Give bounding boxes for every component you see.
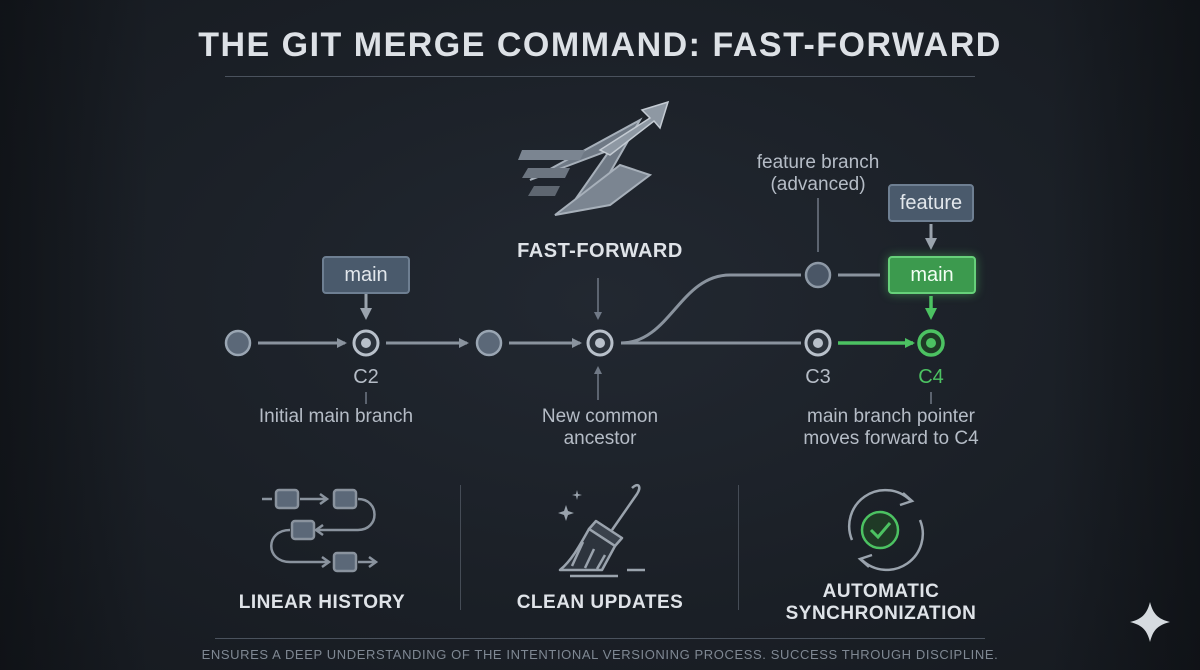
feature-branch-tag: feature xyxy=(888,184,974,222)
commit-node-feature xyxy=(804,261,832,289)
title-divider xyxy=(225,76,975,77)
pointer-annotation-line2: moves forward to C4 xyxy=(803,428,979,449)
edge-ancestor-feature xyxy=(620,273,801,345)
commit-label-c3: C3 xyxy=(805,366,831,388)
feature-annotation-line1: feature branch xyxy=(756,152,880,173)
main-branch-tag-left: main xyxy=(322,256,410,294)
main-branch-tag-right: main xyxy=(888,256,976,294)
commit-node-c2 xyxy=(352,329,380,357)
left-vignette xyxy=(0,0,150,670)
commit-node-c3 xyxy=(804,329,832,357)
sync-check-icon xyxy=(847,488,925,572)
benefit-linear-history: LINEAR HISTORY xyxy=(238,592,406,613)
ancestor-annotation-line1: New common xyxy=(541,406,659,427)
initial-main-annotation: Initial main branch xyxy=(258,406,414,427)
page-title: THE GIT MERGE COMMAND: FAST-FORWARD xyxy=(198,26,1002,64)
commit-node-c4 xyxy=(917,329,945,357)
footer-tagline: ENSURES A DEEP UNDERSTANDING OF THE INTE… xyxy=(201,647,999,662)
broom-icon xyxy=(558,483,645,578)
commit-node-ancestor xyxy=(586,329,614,357)
linear-history-icon xyxy=(262,488,379,573)
benefit-auto-sync-line1: AUTOMATIC xyxy=(822,581,940,602)
fast-forward-label: FAST-FORWARD xyxy=(517,240,683,262)
fast-forward-logo-icon xyxy=(518,100,670,216)
benefit-divider-2 xyxy=(738,485,739,610)
feature-annotation-line2: (advanced) xyxy=(770,174,866,195)
ancestor-annotation-line2: ancestor xyxy=(563,428,637,449)
benefit-clean-updates: CLEAN UPDATES xyxy=(516,592,684,613)
footer-divider xyxy=(215,638,985,639)
benefit-divider-1 xyxy=(460,485,461,610)
pointer-annotation-line1: main branch pointer xyxy=(807,406,975,427)
commit-node-3 xyxy=(475,329,503,357)
commit-node-1 xyxy=(224,329,252,357)
sparkle-icon xyxy=(1130,602,1170,642)
commit-label-c2: C2 xyxy=(353,366,379,388)
benefit-auto-sync-line2: SYNCHRONIZATION xyxy=(785,603,977,624)
commit-label-c4: C4 xyxy=(918,366,944,388)
